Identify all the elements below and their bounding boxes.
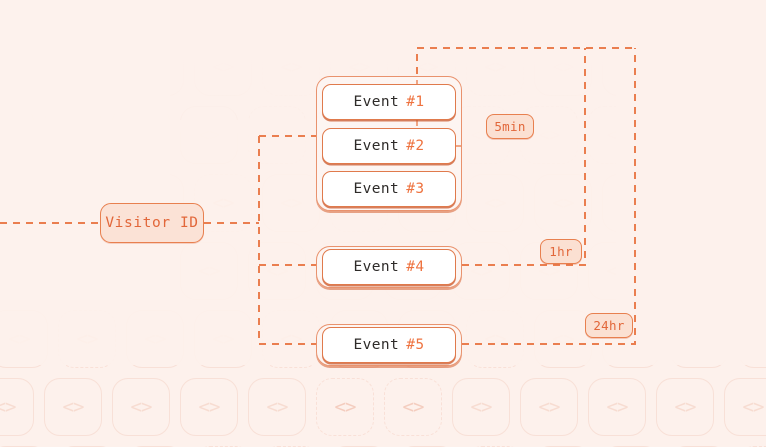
event-card-5-name: Event bbox=[353, 337, 400, 353]
event-card-5-index: #5 bbox=[406, 337, 425, 353]
event-card-3-index: #3 bbox=[406, 181, 425, 197]
event-card-3[interactable]: Event #3 bbox=[322, 171, 456, 207]
event-card-5[interactable]: Event #5 bbox=[322, 327, 456, 363]
event-card-4-name: Event bbox=[353, 259, 400, 275]
timing-badge-24hr[interactable]: 24hr bbox=[585, 313, 633, 338]
event-card-1-index: #1 bbox=[406, 94, 425, 110]
event-card-4-index: #4 bbox=[406, 259, 425, 275]
visitor-id-node[interactable]: Visitor ID bbox=[100, 203, 204, 243]
event-card-2-index: #2 bbox=[406, 138, 425, 154]
timing-badge-5min[interactable]: 5min bbox=[486, 114, 534, 139]
event-card-1-name: Event bbox=[353, 94, 400, 110]
timing-badge-1hr[interactable]: 1hr bbox=[540, 239, 582, 264]
event-card-4[interactable]: Event #4 bbox=[322, 249, 456, 285]
event-card-2[interactable]: Event #2 bbox=[322, 128, 456, 164]
event-card-1[interactable]: Event #1 bbox=[322, 84, 456, 120]
event-card-3-name: Event bbox=[353, 181, 400, 197]
event-card-2-name: Event bbox=[353, 138, 400, 154]
